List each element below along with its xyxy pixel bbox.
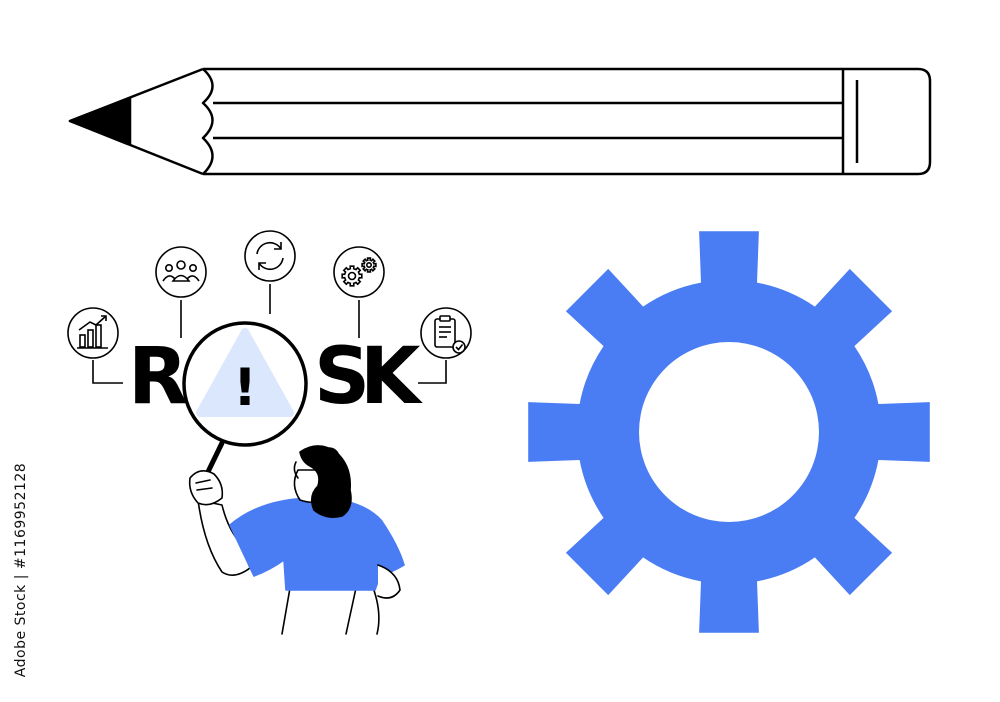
risk-letter-r: R [128,332,188,422]
clipboard-check-icon [420,307,472,359]
woman-figure [188,445,405,635]
connector-lines [92,284,447,384]
risk-letter-s: S [314,332,370,422]
warning-triangle-icon: ! [196,328,294,418]
bar-chart-icon [67,307,119,359]
pencil-icon [68,67,932,176]
risk-letter-k: K [360,332,423,422]
refresh-icon [244,230,296,282]
warning-symbol: ! [233,358,257,418]
gears-icon [333,246,385,298]
stock-id-label: Adobe Stock | #1169952128 [8,463,34,677]
magnifying-glass-icon: ! [182,321,308,481]
gear-icon [528,231,930,633]
stock-id-text: Adobe Stock | #1169952128 [13,462,29,678]
team-icon [155,246,207,298]
